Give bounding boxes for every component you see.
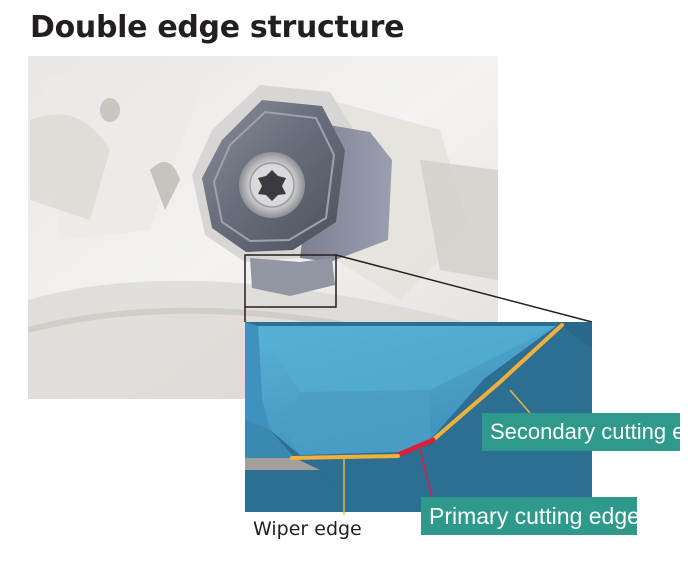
primary-leader-line bbox=[419, 449, 433, 498]
insert-photo bbox=[192, 85, 392, 296]
primary-cutting-edge-label: Primary cutting edge bbox=[421, 497, 640, 535]
secondary-leader-line bbox=[509, 389, 531, 414]
primary-cutting-edge bbox=[395, 437, 436, 458]
wiper-edge-label: Wiper edge bbox=[253, 518, 362, 540]
secondary-cutting-edge bbox=[431, 323, 564, 442]
wiper-edge bbox=[290, 454, 400, 460]
zoom-region-box bbox=[244, 254, 337, 308]
zoom-connector-right bbox=[335, 254, 593, 323]
diagram-title: Double edge structure bbox=[30, 10, 405, 45]
secondary-cutting-edge-label: Secondary cutting edge bbox=[482, 413, 700, 451]
